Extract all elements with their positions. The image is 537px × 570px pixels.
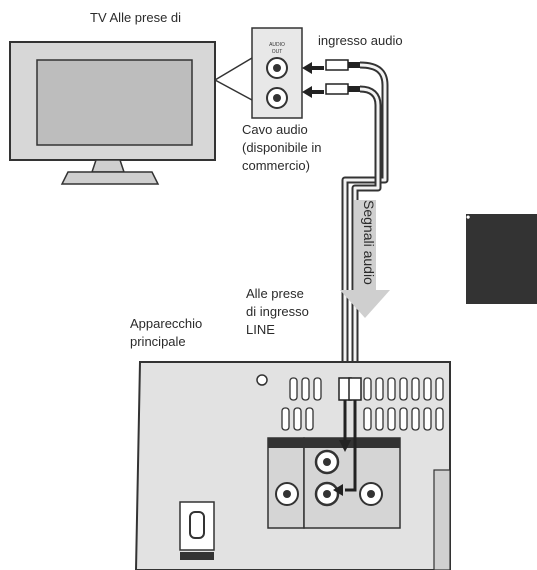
cable-label-line3: commercio): [242, 158, 310, 173]
callout-pointer: [214, 57, 253, 101]
cable-label-line2: (disponibile in: [242, 140, 322, 155]
tv-label: TV Alle prese di: [90, 10, 182, 25]
cable-label-line1: Cavo audio: [242, 122, 308, 137]
section-tab-mark: •: [461, 215, 475, 220]
main-unit-illustration: [134, 361, 451, 570]
main-unit-label-line2: principale: [130, 334, 186, 349]
unit-side-plugs: [333, 377, 362, 496]
plug-arrows: [302, 62, 324, 98]
line-input-label-line1: Alle prese: [246, 286, 304, 301]
main-unit-label-line1: Apparecchio: [130, 316, 203, 331]
section-tab: [466, 214, 537, 304]
line-input-label-line3: LINE: [246, 322, 275, 337]
svg-text:AUDIO: AUDIO: [269, 42, 285, 48]
svg-text:OUT: OUT: [272, 49, 283, 55]
tv-illustration: [9, 41, 216, 185]
signal-arrow: [340, 200, 390, 318]
tv-jack-panel: AUDIO OUT: [251, 27, 303, 119]
signal-label: Segnali audio: [361, 200, 377, 285]
audio-input-label: ingresso audio: [318, 33, 403, 48]
tv-side-plugs: [325, 59, 360, 95]
line-input-label-line2: di ingresso: [246, 304, 309, 319]
